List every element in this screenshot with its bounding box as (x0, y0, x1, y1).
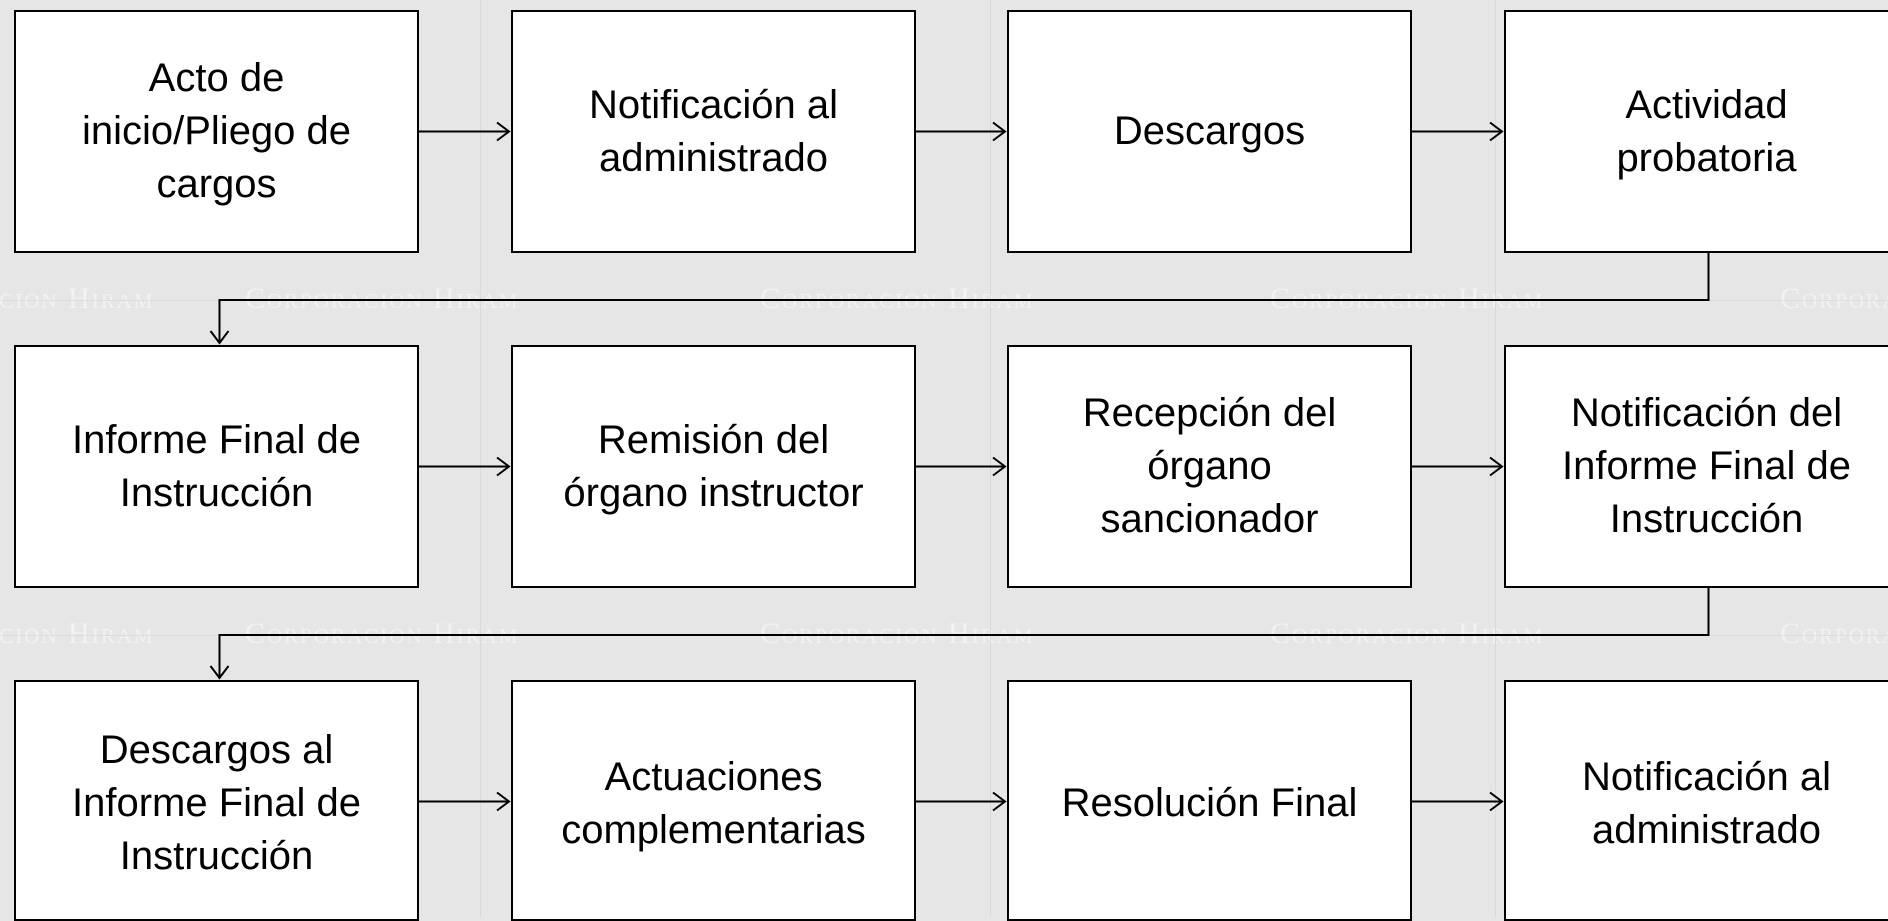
step-notificacion-administrado: Notificación al administrado (511, 10, 916, 253)
step-label: Actividad probatoria (1616, 82, 1797, 180)
step-label: Resolución Final (1061, 781, 1358, 825)
step-notificacion-informe: Notificación del Informe Final de Instru… (1504, 345, 1888, 588)
arrow-head (209, 665, 230, 680)
arrow-head (1489, 791, 1504, 812)
arrow-head (496, 121, 511, 142)
step-remision-organo: Remisión del órgano instructor (511, 345, 916, 588)
arrow-head (992, 791, 1007, 812)
arrow-head (1489, 121, 1504, 142)
step-label: Remisión del órgano instructor (563, 417, 864, 515)
step-descargos: Descargos (1007, 10, 1412, 253)
step-resolucion-final: Resolución Final (1007, 680, 1412, 921)
step-label: Notificación al administrado (588, 82, 838, 180)
step-notificacion-final: Notificación al administrado (1504, 680, 1888, 921)
step-acto-inicio: Acto de inicio/Pliego de cargos (14, 10, 419, 253)
arrow-head (496, 456, 511, 477)
step-actividad-probatoria: Actividad probatoria (1504, 10, 1888, 253)
elbow-connector (218, 588, 1710, 678)
step-descargos-informe: Descargos al Informe Final de Instrucció… (14, 680, 419, 921)
step-recepcion-organo: Recepción del órgano sancionador (1007, 345, 1412, 588)
step-actuaciones-complementarias: Actuaciones complementarias (511, 680, 916, 921)
step-label: Actuaciones complementarias (561, 754, 866, 852)
step-label: Informe Final de Instrucción (71, 417, 362, 515)
step-label: Notificación del Informe Final de Instru… (1561, 391, 1852, 541)
step-informe-final: Informe Final de Instrucción (14, 345, 419, 588)
step-label: Notificación al administrado (1581, 754, 1831, 852)
arrow-head (209, 330, 230, 345)
elbow-connector (218, 253, 1710, 343)
arrow-head (496, 791, 511, 812)
step-label: Descargos (1113, 109, 1306, 153)
step-label: Acto de inicio/Pliego de cargos (81, 56, 352, 206)
arrow-head (992, 456, 1007, 477)
arrow-head (992, 121, 1007, 142)
step-label: Recepción del órgano sancionador (1082, 391, 1337, 541)
arrow-head (1489, 456, 1504, 477)
step-label: Descargos al Informe Final de Instrucció… (71, 728, 362, 878)
